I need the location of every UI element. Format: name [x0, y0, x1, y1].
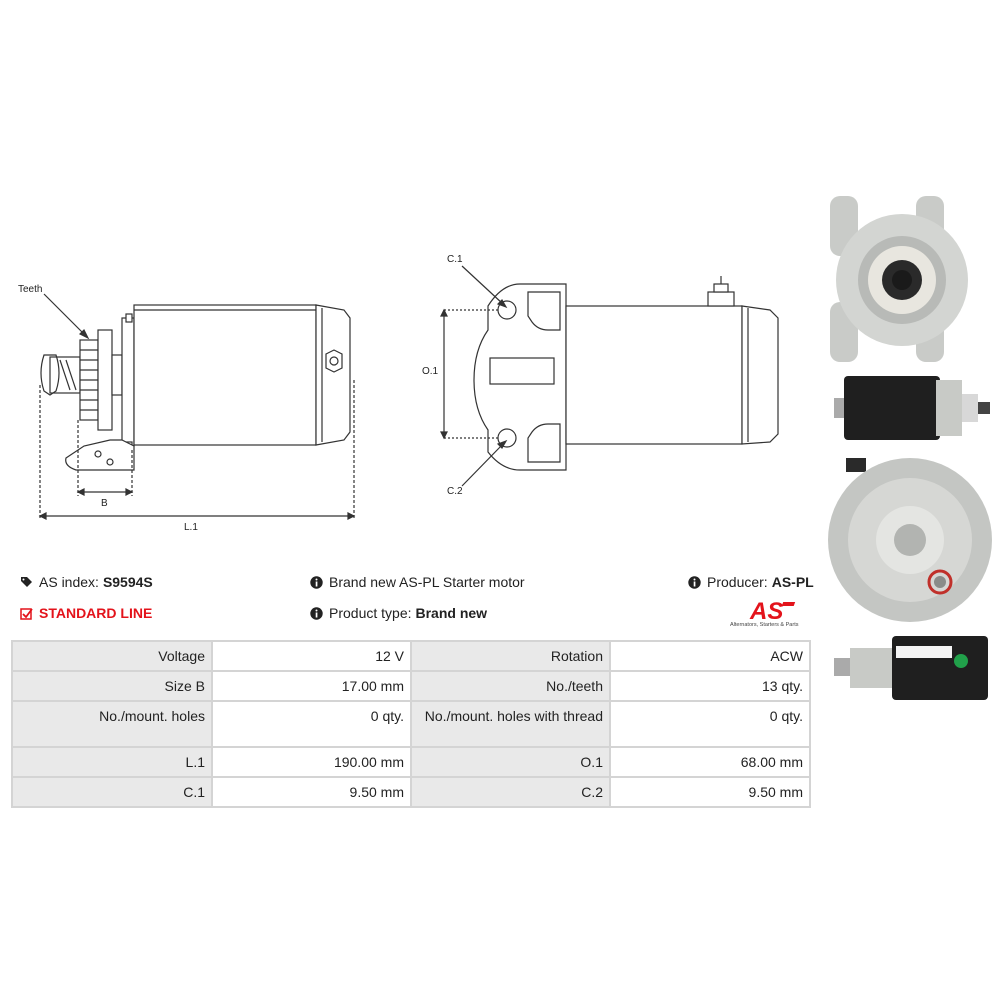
label-c2: C.2	[447, 486, 463, 497]
logo-mark: AS	[749, 598, 796, 625]
spec-key: C.2	[410, 776, 611, 808]
table-row: Voltage 12 V Rotation ACW	[11, 640, 811, 672]
producer-label: Producer:	[707, 574, 768, 590]
spec-key: L.1	[11, 746, 213, 778]
info-icon	[310, 575, 323, 589]
label-l1: L.1	[184, 522, 198, 533]
spec-key: No./mount. holes	[11, 700, 213, 748]
tag-icon	[21, 576, 32, 587]
spec-value: 13 qty.	[609, 670, 811, 702]
spec-value: 0 qty.	[609, 700, 811, 748]
as-index: AS index: S9594S	[20, 574, 153, 590]
spec-value: 68.00 mm	[609, 746, 811, 778]
spec-key: No./mount. holes with thread	[410, 700, 611, 748]
product-photo-side	[834, 376, 990, 440]
label-teeth: Teeth	[18, 284, 42, 295]
spec-value: 9.50 mm	[211, 776, 412, 808]
product-type-value: Brand new	[415, 605, 488, 621]
standard-line-label: STANDARD LINE	[39, 605, 153, 621]
table-row: C.1 9.50 mm C.2 9.50 mm	[11, 776, 811, 808]
table-row: No./mount. holes 0 qty. No./mount. holes…	[11, 700, 811, 748]
product-photo-front	[830, 196, 968, 362]
spec-value: 0 qty.	[211, 700, 412, 748]
spec-table: Voltage 12 V Rotation ACW Size B 17.00 m…	[11, 640, 811, 808]
description-text: Brand new AS-PL Starter motor	[329, 574, 525, 590]
spec-value: 190.00 mm	[211, 746, 412, 778]
label-b: B	[101, 498, 108, 509]
side-view	[38, 293, 356, 520]
product-type-label: Product type:	[329, 605, 412, 621]
table-row: Size B 17.00 mm No./teeth 13 qty.	[11, 670, 811, 702]
svg-text:AS: AS	[749, 598, 783, 623]
spec-key: Size B	[11, 670, 213, 702]
product-type: Product type: Brand new	[310, 605, 487, 621]
as-index-value: S9594S	[102, 574, 153, 590]
spec-value: 12 V	[211, 640, 412, 672]
spec-key: No./teeth	[410, 670, 611, 702]
producer: Producer: AS-PL	[688, 574, 814, 590]
spec-value: ACW	[609, 640, 811, 672]
spec-key: C.1	[11, 776, 213, 808]
label-o1: O.1	[422, 366, 439, 377]
info-icon	[688, 575, 701, 589]
description: Brand new AS-PL Starter motor	[310, 574, 525, 590]
spec-value: 17.00 mm	[211, 670, 412, 702]
logo-tagline: Alternators, Starters & Parts	[730, 622, 799, 628]
as-index-label: AS index:	[39, 574, 99, 590]
product-photo-label-side	[834, 636, 988, 700]
spec-key: O.1	[410, 746, 611, 778]
producer-value: AS-PL	[771, 574, 814, 590]
as-pl-logo: AS Alternators, Starters & Parts	[730, 597, 812, 633]
technical-drawing: Teeth B L.1 C.1 O.1 C.2	[18, 254, 779, 533]
spec-key: Voltage	[11, 640, 213, 672]
product-photo-rear	[828, 458, 992, 622]
flange-view	[440, 265, 779, 487]
table-row: L.1 190.00 mm O.1 68.00 mm	[11, 746, 811, 778]
label-c1: C.1	[447, 254, 463, 265]
spec-key: Rotation	[410, 640, 611, 672]
info-icon	[310, 606, 323, 620]
check-square-icon	[20, 607, 33, 620]
standard-line: STANDARD LINE	[20, 605, 152, 621]
spec-value: 9.50 mm	[609, 776, 811, 808]
